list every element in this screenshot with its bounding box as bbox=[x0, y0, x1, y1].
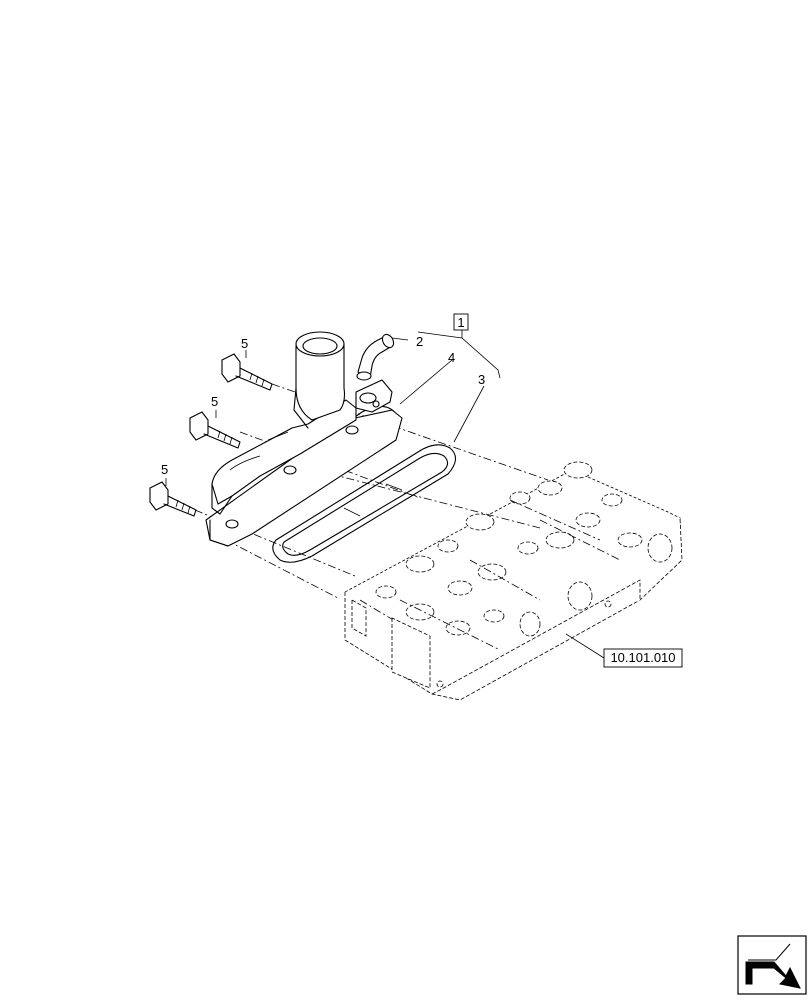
callout-1: 1 bbox=[457, 315, 464, 330]
callout-4: 4 bbox=[448, 350, 455, 365]
next-page-arrow-icon[interactable] bbox=[737, 935, 807, 995]
callout-5-middle: 5 bbox=[211, 394, 218, 409]
callout-5-top: 5 bbox=[241, 336, 248, 351]
thermostat-housing bbox=[205, 331, 403, 547]
callout-5-bottom: 5 bbox=[161, 462, 168, 477]
bolt-bottom bbox=[149, 481, 197, 517]
reference-box[interactable]: 10.101.010 bbox=[603, 648, 683, 668]
reference-label: 10.101.010 bbox=[610, 650, 675, 665]
bolt-top bbox=[221, 353, 273, 391]
gasket-outer bbox=[272, 444, 457, 563]
cylinder-head bbox=[344, 461, 683, 701]
bent-pipe bbox=[356, 333, 395, 381]
bolt-middle bbox=[189, 411, 241, 449]
callout-3: 3 bbox=[478, 372, 485, 387]
callout-box-1: 1 bbox=[453, 313, 469, 331]
leader-lines bbox=[165, 330, 605, 659]
callout-2: 2 bbox=[416, 334, 423, 349]
